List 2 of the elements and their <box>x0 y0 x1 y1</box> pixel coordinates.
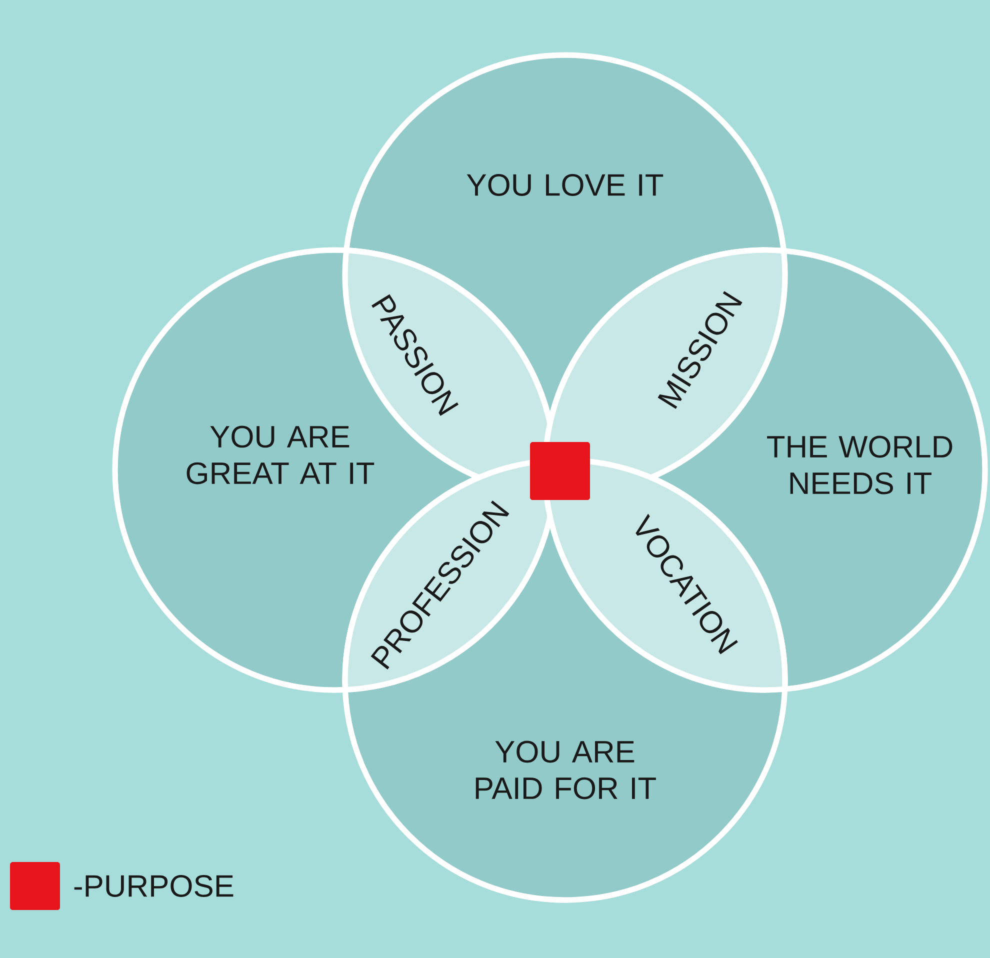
node-label: YOU ARE PAID FOR IT <box>476 740 656 800</box>
legend-label: -PURPOSE <box>74 875 234 897</box>
